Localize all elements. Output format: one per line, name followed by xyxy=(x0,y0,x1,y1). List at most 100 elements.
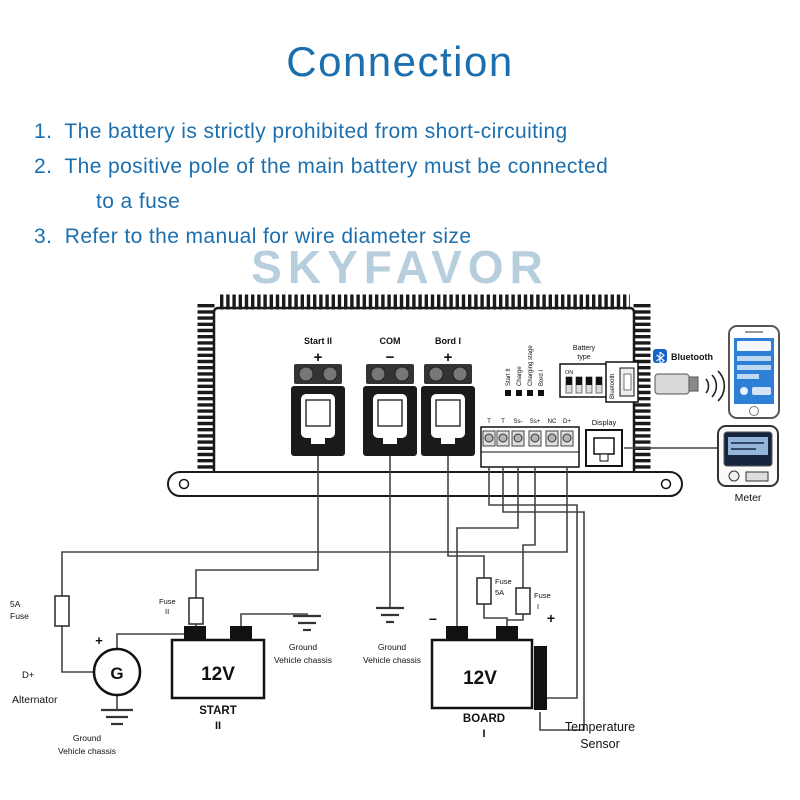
pin-screw xyxy=(530,433,540,443)
terminal-port-tab xyxy=(441,432,455,444)
ground-com-label-2: Vehicle chassis xyxy=(363,655,421,665)
screw xyxy=(394,366,410,382)
d-plus-label: D+ xyxy=(22,670,35,681)
ground-alt-label-1: Ground xyxy=(73,733,102,743)
ground-start-label-1: Ground xyxy=(289,642,318,652)
pin-label-ss-plus: Ss+ xyxy=(530,418,541,425)
terminal-com-label: COM xyxy=(380,336,401,346)
pin-strip: T T Ss- Ss+ NC D+ xyxy=(480,418,580,468)
led-label-start: Start II xyxy=(506,368,512,386)
led xyxy=(527,390,533,396)
battery-board-value: 12V xyxy=(463,668,497,689)
screw xyxy=(370,366,386,382)
watermark: SKYFAVOR xyxy=(251,241,549,293)
battery-start-minus-post xyxy=(230,626,252,640)
battery-board-minus-sign: − xyxy=(429,611,437,627)
charger-base xyxy=(167,471,683,497)
ground-labels: Ground Vehicle chassis Ground Vehicle ch… xyxy=(58,642,421,756)
terminal-com-sign: − xyxy=(386,349,395,366)
bluetooth-dongle-plug xyxy=(688,376,699,392)
battery-board-sub: I xyxy=(482,728,485,740)
battery-start-body xyxy=(170,638,266,700)
signal-wave xyxy=(717,370,726,402)
phone-screen-header xyxy=(737,341,771,351)
wire-alt-plus xyxy=(116,633,184,649)
battery-board-name: BOARD xyxy=(463,713,505,725)
battery-board-plus-sign: + xyxy=(547,610,555,626)
led-label-charging-stage: Charging stage xyxy=(528,345,534,386)
battery-type-label-2: type xyxy=(577,354,590,361)
pin-screw xyxy=(484,433,494,443)
phone-screen-button xyxy=(752,387,771,395)
fuses: 5A Fuse Fuse II Fuse 5A Fuse I xyxy=(10,577,551,627)
battery-type-label-1: Battery xyxy=(573,345,596,352)
terminal-com: COM − xyxy=(363,336,417,456)
display-jack-inner xyxy=(593,437,615,455)
terminal-bord: Bord I + xyxy=(421,336,475,456)
fuse-sense-label-2: I xyxy=(537,602,539,611)
battery-board-minus-post xyxy=(446,626,468,640)
battery-start-sub: II xyxy=(215,720,221,732)
fuse-alt-label-1: 5A xyxy=(10,599,21,609)
wire-bord-plus xyxy=(447,456,485,578)
ground-start-label-2: Vehicle chassis xyxy=(274,655,332,665)
display-label: Display xyxy=(592,418,617,427)
fuse-5a-alternator xyxy=(54,595,70,627)
temperature-sensor-label-1: Temperature xyxy=(565,720,635,734)
bluetooth-port-label: Bluetooth xyxy=(610,374,616,399)
pin-label-t1: T xyxy=(487,418,491,425)
battery-start-name: START xyxy=(199,705,236,717)
battery-board-plus-post xyxy=(496,626,518,640)
terminal-port-inner xyxy=(305,399,331,427)
meter-knob xyxy=(728,470,740,482)
fuse-sense xyxy=(515,587,531,615)
led xyxy=(516,390,522,396)
phone-home-button xyxy=(749,406,759,416)
pin-label-nc: NC xyxy=(548,418,557,425)
pin-label-d-plus: D+ xyxy=(563,418,571,425)
fuse-sense-label-1: Fuse xyxy=(534,591,551,600)
instruction-line-2: 2. The positive pole of the main battery… xyxy=(34,155,609,178)
wire-d-plus xyxy=(61,467,568,596)
temperature-sensor: Temperature Sensor xyxy=(534,646,635,751)
dip-switch-nub xyxy=(566,377,572,385)
dip-switch-nub xyxy=(576,377,582,385)
screw xyxy=(452,366,468,382)
bluetooth-peripheral: Bluetooth xyxy=(653,325,780,419)
battery-board-body xyxy=(430,638,534,710)
pin-label-ss-minus: Ss- xyxy=(513,418,522,425)
display-jack-tab xyxy=(599,453,609,462)
temperature-sensor-bar xyxy=(534,646,547,710)
led xyxy=(505,390,511,396)
signal-wave xyxy=(711,374,718,398)
wire-start-plus xyxy=(195,456,319,598)
bluetooth-port: Bluetooth xyxy=(605,361,639,403)
mount-hole-right xyxy=(660,478,672,490)
led xyxy=(538,390,544,396)
battery-type-dip: Battery type ON xyxy=(559,345,608,398)
ground-alt-label-2: Vehicle chassis xyxy=(58,746,116,756)
phone-screen-row xyxy=(737,365,771,370)
terminal-start-sign: + xyxy=(314,349,323,366)
terminal-port-tab xyxy=(311,432,325,444)
screw xyxy=(298,366,314,382)
instruction-line-1: 1. The battery is strictly prohibited fr… xyxy=(34,120,568,143)
fuse-board-label-2: 5A xyxy=(495,588,504,597)
fuse-start-label-1: Fuse xyxy=(159,597,176,606)
grounds xyxy=(101,606,404,726)
meter-unit: Meter xyxy=(624,425,779,504)
fuse-start xyxy=(188,597,204,625)
meter-buttons xyxy=(745,471,769,482)
display-port: Display xyxy=(585,418,623,467)
mount-hole-left xyxy=(178,478,190,490)
terminal-port xyxy=(373,394,407,438)
pin-screw xyxy=(513,433,523,443)
battery-start-value: 12V xyxy=(201,664,235,685)
meter-label: Meter xyxy=(735,492,762,504)
meter-screen xyxy=(728,437,768,455)
fuse-alt-label-2: Fuse xyxy=(10,611,29,621)
led-label-bord: Bord I xyxy=(539,370,545,386)
status-leds: Start II Charge Charging stage Bord I xyxy=(505,345,545,396)
terminal-port-inner xyxy=(377,399,403,427)
